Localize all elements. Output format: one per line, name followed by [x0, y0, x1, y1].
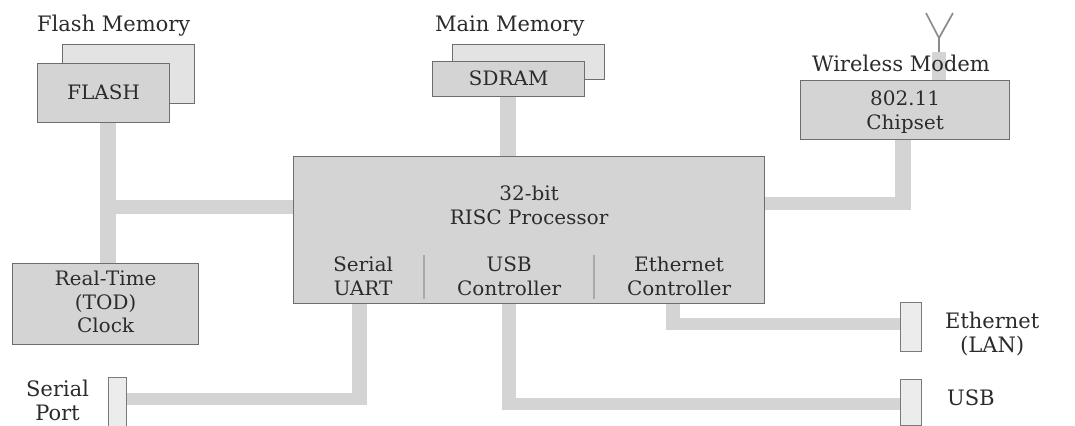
ethernet-port-line [666, 318, 903, 330]
serial-port-label: Serial Port [26, 377, 89, 425]
sdram-chip: SDRAM [432, 61, 585, 97]
processor-divider-2 [593, 255, 595, 299]
wireless-chipset-label: 802.11 Chipset [866, 86, 944, 134]
usb-port-line [502, 398, 902, 410]
usb-label: USB [947, 386, 995, 410]
ethernet-controller-label: Ethernet Controller [626, 252, 732, 300]
chipset-bus-line [895, 138, 911, 210]
flash-bus-line [100, 110, 116, 265]
wireless-modem-label: Wireless Modem [812, 52, 990, 76]
wireless-chipset: 802.11 Chipset [800, 80, 1010, 140]
flash-chip-label: FLASH [67, 80, 140, 104]
usb-vertical-line [502, 300, 516, 410]
flash-chip: FLASH [37, 63, 170, 123]
ethernet-port-connector [900, 302, 922, 352]
flash-memory-label: Flash Memory [37, 12, 191, 36]
processor-divider-1 [423, 255, 425, 299]
flash-processor-line [100, 200, 295, 214]
serial-uart-label: Serial UART [333, 252, 393, 300]
real-time-clock: Real-Time (TOD) Clock [12, 263, 199, 345]
ethernet-lan-label: Ethernet (LAN) [945, 309, 1040, 357]
sdram-chip-label: SDRAM [468, 66, 549, 90]
serial-port-connector [108, 377, 127, 426]
usb-port-connector [900, 379, 922, 426]
chipset-processor-line [765, 197, 911, 210]
sdram-bus-line [500, 95, 516, 157]
real-time-clock-label: Real-Time (TOD) Clock [54, 266, 157, 338]
usb-controller-label: USB Controller [456, 252, 562, 300]
uart-vertical-line [352, 300, 367, 400]
risc-processor: 32-bit RISC Processor Serial UART USB Co… [293, 156, 765, 304]
main-memory-label: Main Memory [435, 12, 585, 36]
risc-processor-label: 32-bit RISC Processor [449, 181, 609, 229]
uart-serial-line [125, 393, 367, 405]
